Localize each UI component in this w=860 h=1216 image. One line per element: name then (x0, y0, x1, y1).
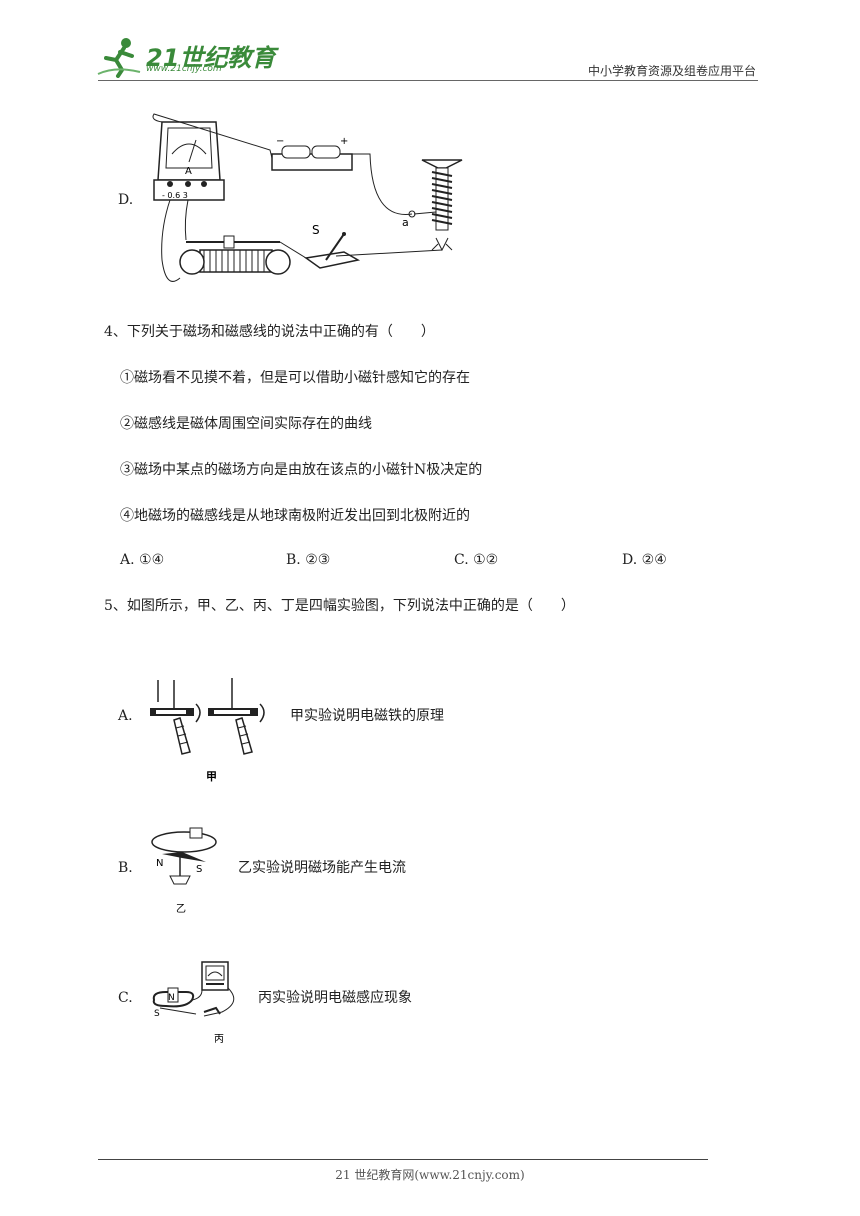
needle-pole-s: S (196, 864, 202, 875)
q4-option-b-text: ②③ (305, 552, 331, 568)
q5-option-b-label: B. (118, 860, 133, 876)
q4-stem: 4、下列关于磁场和磁感线的说法中正确的有（ ） (104, 324, 435, 340)
logo-text: 21世纪教育 (146, 44, 276, 72)
battery-plus-label: + (340, 136, 348, 147)
magnet-pole-s: S (154, 1009, 160, 1019)
battery-icon (271, 145, 353, 171)
q4-option-d-text: ②④ (641, 552, 667, 568)
needle-pole-n: N (156, 858, 163, 869)
q5-option-a-text: 甲实验说明电磁铁的原理 (290, 708, 444, 724)
q4-option-a[interactable]: A. ①④ (120, 550, 164, 570)
caption-jia: 甲 (206, 770, 217, 783)
caption-bing: 丙 (214, 1034, 224, 1045)
switch-icon (304, 232, 361, 269)
rheostat-icon (179, 235, 291, 275)
footer-divider (98, 1159, 708, 1160)
magnet-pole-n: N (168, 993, 175, 1003)
logo-subtext: www.21cnjy.com (146, 64, 222, 74)
header-platform-title: 中小学教育资源及组卷应用平台 (587, 64, 756, 78)
q4-option-a-label: A. (120, 552, 135, 568)
q4-option-d-label: D. (622, 552, 638, 568)
q4-statement-4: ④地磁场的磁感线是从地球南极附近发出回到北极附近的 (120, 508, 470, 524)
point-a-label: a (402, 216, 409, 229)
circuit-diagram: A - 0.6 3 − + a S (152, 113, 463, 282)
q5-stem: 5、如图所示，甲、乙、丙、丁是四幅实验图，下列说法中正确的是（ ） (104, 598, 575, 614)
q3-option-d-label: D. (118, 192, 134, 208)
q5-option-c-text: 丙实验说明电磁感应现象 (258, 990, 412, 1006)
caption-yi: 乙 (176, 903, 186, 915)
q4-option-c-text: ①② (473, 552, 499, 568)
q4-option-d[interactable]: D. ②④ (622, 550, 667, 570)
q4-option-b-label: B. (286, 552, 301, 568)
q5-option-a-label: A. (118, 708, 133, 724)
ammeter-icon (153, 121, 225, 201)
logo-runner-icon (97, 38, 141, 78)
q4-option-c-label: C. (454, 552, 469, 568)
header-divider (98, 80, 758, 81)
figure-yi-icon: N S 乙 (151, 827, 217, 915)
ammeter-terminals: - 0.6 3 (162, 191, 188, 200)
q4-option-a-text: ①④ (139, 552, 165, 568)
ammeter-label: A (185, 166, 192, 177)
q5-option-b-text: 乙实验说明磁场能产生电流 (238, 860, 406, 876)
q4-option-b[interactable]: B. ②③ (286, 550, 330, 570)
q4-option-c[interactable]: C. ①② (454, 550, 498, 570)
q4-statement-2: ②磁感线是磁体周围空间实际存在的曲线 (120, 416, 372, 432)
battery-minus-label: − (276, 136, 284, 147)
q4-statement-3: ③磁场中某点的磁场方向是由放在该点的小磁针N极决定的 (120, 462, 483, 478)
switch-label: S (312, 223, 320, 237)
electromagnet-icon (421, 159, 463, 252)
q4-statement-1: ①磁场看不见摸不着，但是可以借助小磁针感知它的存在 (120, 370, 470, 386)
figure-bing-icon: N S 丙 (152, 961, 235, 1045)
q5-option-c-label: C. (118, 990, 133, 1006)
footer-site-text: 21 世纪教育网(www.21cnjy.com) (335, 1168, 525, 1182)
figure-jia-icon: 甲 (150, 678, 265, 783)
